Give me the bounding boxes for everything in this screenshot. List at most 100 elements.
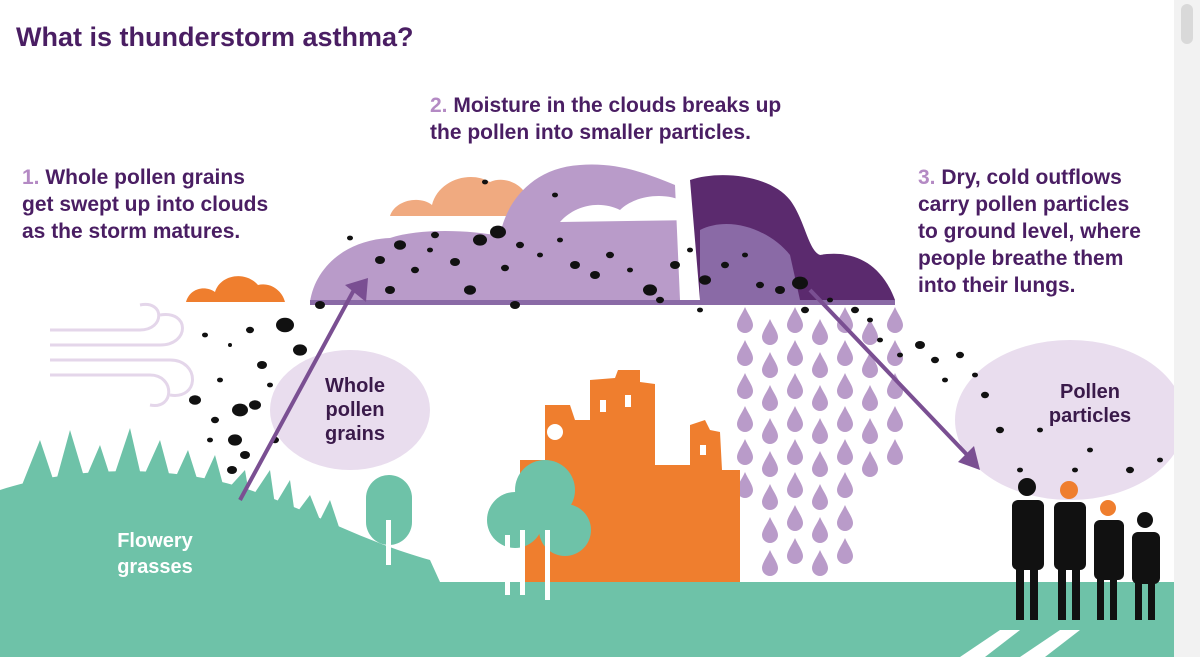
orange-cloud-top xyxy=(390,176,528,216)
person-1 xyxy=(1012,478,1044,620)
grass-hill xyxy=(0,428,440,657)
pollen-dot xyxy=(877,337,883,343)
pollen-dot xyxy=(931,356,939,364)
pollen-dot xyxy=(915,341,925,349)
pollen-dot xyxy=(431,231,439,239)
rain-drop xyxy=(887,307,903,333)
pollen-dot xyxy=(267,382,273,388)
rain-drop xyxy=(762,352,778,378)
pollen-dot xyxy=(981,391,989,399)
rain-drop xyxy=(837,373,853,399)
tree-1 xyxy=(366,475,412,565)
pollen-dot xyxy=(827,297,833,303)
pollen-dot xyxy=(490,225,506,239)
step-1-text: 1. Whole pollen grains get swept up into… xyxy=(22,164,342,245)
pollen-dot xyxy=(293,344,307,356)
rain-drop xyxy=(812,319,828,345)
pollen-dot xyxy=(228,434,242,446)
flowery-grasses-line-2: grasses xyxy=(117,556,193,578)
rain-drop xyxy=(837,505,853,531)
pollen-dot xyxy=(217,377,223,383)
pollen-dot xyxy=(501,264,509,272)
pollen-dot xyxy=(246,326,254,334)
whole-pollen-line-1: Whole xyxy=(325,375,385,397)
scrollbar[interactable] xyxy=(1174,0,1200,657)
pollen-dot xyxy=(1017,467,1023,473)
rain-drop xyxy=(737,439,753,465)
whole-pollen-line-2: pollen xyxy=(325,399,385,421)
pollen-dot xyxy=(942,377,948,383)
pollen-dot xyxy=(699,275,711,285)
pollen-dot xyxy=(240,451,250,459)
pollen-dot xyxy=(1037,427,1043,433)
pollen-particles-line-1: Pollen xyxy=(1059,381,1120,403)
pollen-dot xyxy=(257,361,267,369)
pollen-dot xyxy=(697,307,703,313)
pollen-dot xyxy=(385,286,395,294)
rain-drop xyxy=(837,472,853,498)
pollen-dot xyxy=(570,261,580,269)
step-3-text: 3. Dry, cold outflows carry pollen parti… xyxy=(918,164,1198,299)
step-2-line-2: the pollen into smaller particles. xyxy=(430,121,751,144)
person-2 xyxy=(1054,481,1086,620)
pollen-dot xyxy=(482,179,488,185)
pollen-dot xyxy=(473,234,487,246)
down-arrow xyxy=(808,288,980,470)
pollen-dot xyxy=(742,252,748,258)
rain-drop xyxy=(812,418,828,444)
pollen-dot xyxy=(897,352,903,358)
rain-drop xyxy=(837,340,853,366)
pollen-dot xyxy=(643,284,657,296)
rain-drop xyxy=(787,505,803,531)
rain-drop xyxy=(762,385,778,411)
rain-drop xyxy=(837,307,853,333)
step-3-line-4: people breathe them xyxy=(918,247,1124,270)
rain-drop xyxy=(737,406,753,432)
pollen-dot xyxy=(375,256,385,264)
rain-drop xyxy=(737,340,753,366)
pollen-dot xyxy=(775,286,785,294)
up-arrow xyxy=(238,278,368,501)
step-3-line-1: Dry, cold outflows xyxy=(941,166,1122,189)
person-3 xyxy=(1094,500,1124,620)
pollen-dot xyxy=(207,437,213,443)
pollen-dot xyxy=(227,466,237,474)
rain-drop xyxy=(862,418,878,444)
pollen-dot xyxy=(228,343,232,347)
pollen-dot xyxy=(670,261,680,269)
pollen-dot xyxy=(510,301,520,309)
pollen-dot xyxy=(211,416,219,424)
pollen-dot xyxy=(867,317,873,323)
scrollbar-thumb[interactable] xyxy=(1181,4,1193,44)
whole-pollen-grains-label: Whole pollen grains xyxy=(300,374,410,446)
pollen-dot xyxy=(721,261,729,269)
orange-cloud-left xyxy=(186,276,285,302)
pollen-dot xyxy=(249,400,261,410)
pollen-dot xyxy=(464,285,476,295)
pollen-dot xyxy=(656,296,664,304)
flowery-grasses-line-1: Flowery xyxy=(117,530,193,552)
pollen-dot xyxy=(411,266,419,274)
rain-drop xyxy=(862,319,878,345)
pollen-dot xyxy=(1087,447,1093,453)
step-2-text: 2. Moisture in the clouds breaks up the … xyxy=(430,92,870,146)
pollen-dot xyxy=(606,251,614,259)
rain-drop xyxy=(737,307,753,333)
rain-drop xyxy=(762,451,778,477)
rain-drop xyxy=(862,385,878,411)
rain-drop xyxy=(762,517,778,543)
pollen-dot xyxy=(450,258,460,266)
pollen-dot xyxy=(276,317,294,333)
pollen-dot xyxy=(801,306,809,314)
pollen-dots xyxy=(189,179,1163,474)
rain-drop xyxy=(837,406,853,432)
pollen-particles-line-2: particles xyxy=(1048,405,1132,427)
pollen-dot xyxy=(557,237,563,243)
rain-drop xyxy=(787,406,803,432)
step-3-line-5: into their lungs. xyxy=(918,274,1076,297)
step-1-line-3: as the storm matures. xyxy=(22,220,241,243)
pollen-dot xyxy=(189,395,201,405)
rain-drop xyxy=(862,352,878,378)
rain-drop xyxy=(837,538,853,564)
